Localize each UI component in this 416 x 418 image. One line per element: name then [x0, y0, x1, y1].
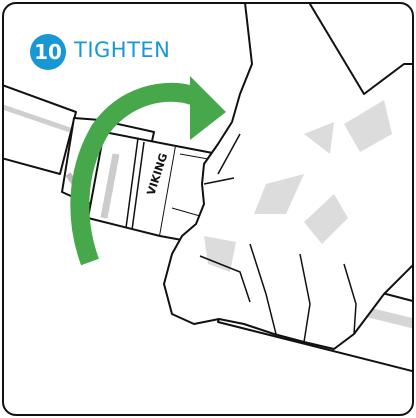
step-title: TIGHTEN [74, 38, 170, 62]
step-number-badge: 10 [30, 34, 66, 70]
tighten-illustration: VIKING [4, 4, 412, 414]
